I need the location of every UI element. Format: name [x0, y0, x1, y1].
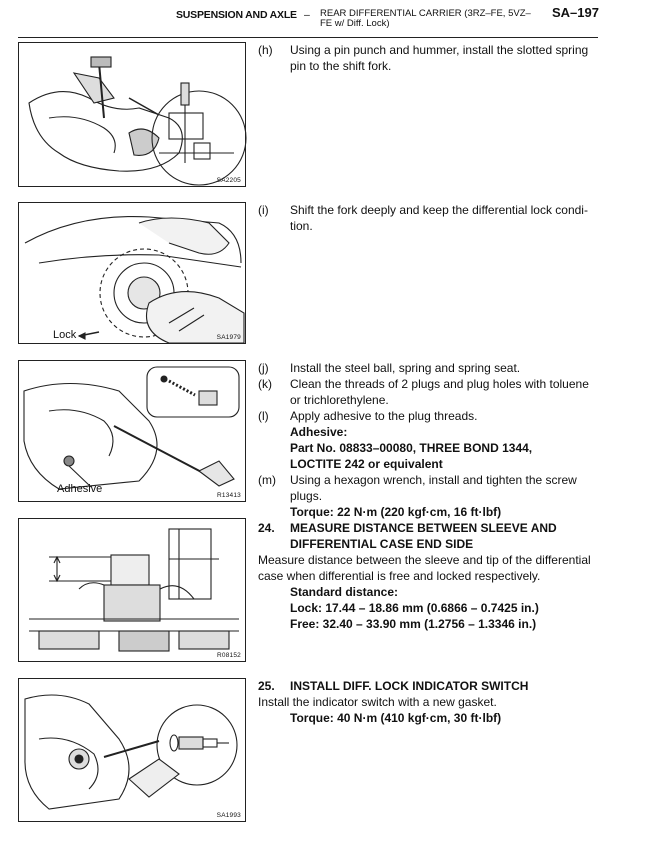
step-label: (j)	[258, 361, 269, 375]
figure-shift-fork: Lock SA1979	[18, 202, 246, 344]
adhesive-part-number-2: LOCTITE 242 or equivalent	[290, 457, 443, 471]
step-text: Clean the threads of 2 plugs and plug ho…	[290, 377, 589, 407]
section-title-line2: DIFFERENTIAL CASE END SIDE	[290, 537, 474, 551]
free-distance: Free: 32.40 – 33.90 mm (1.2756 – 1.3346 …	[290, 617, 537, 631]
indicator-switch-illustration-icon	[24, 694, 238, 810]
lock-arrow-label: Lock	[53, 329, 77, 341]
sleeve-measurement-illustration-icon	[29, 528, 239, 652]
step-label: (l)	[258, 409, 269, 423]
step-label: (k)	[258, 377, 272, 391]
torque-spec: Torque: 40 N·m (410 kgf·cm, 30 ft·lbf)	[290, 711, 502, 725]
step-text: Using a hexagon wrench, install and tigh…	[290, 473, 577, 503]
section-number: 24.	[258, 521, 275, 535]
section-title-line1: MEASURE DISTANCE BETWEEN SLEEVE AND	[290, 521, 557, 535]
step-text: Apply adhesive to the plug threads.	[290, 409, 478, 423]
step-text: Using a pin punch and hummer, install th…	[290, 43, 589, 73]
shift-fork-illustration-icon	[24, 216, 245, 344]
adhesive-part-number: Part No. 08833–00080, THREE BOND 1344,	[290, 441, 533, 455]
section-subtitle: REAR DIFFERENTIAL CARRIER (3RZ–FE, 5VZ–F…	[320, 8, 531, 29]
step-label: (h)	[258, 43, 273, 57]
page-number: SA–197	[552, 5, 599, 20]
figure-indicator-switch: SA1993	[18, 678, 246, 822]
section-24-body: Measure distance between the sleeve and …	[258, 553, 591, 583]
header-dash: –	[304, 9, 310, 21]
figure-sleeve-measure: R08152	[18, 518, 246, 662]
figure-plug-wrench: Adhesive R13413	[18, 360, 246, 502]
figure-code: R13413	[217, 492, 241, 499]
figure-code: R08152	[217, 652, 241, 659]
step-text: Shift the fork deeply and keep the diffe…	[290, 203, 588, 233]
plug-hexagon-wrench-illustration-icon	[23, 366, 240, 490]
section-25-body: Install the indicator switch with a new …	[258, 695, 497, 709]
pin-punch-illustration-icon	[28, 56, 247, 186]
standard-distance-heading: Standard distance:	[290, 585, 399, 599]
step-text: Install the steel ball, spring and sprin…	[290, 361, 521, 375]
section-title: SUSPENSION AND AXLE	[176, 9, 297, 21]
torque-spec: Torque: 22 N·m (220 kgf·cm, 16 ft·lbf)	[290, 505, 502, 519]
adhesive-label: Adhesive	[57, 483, 103, 495]
figure-code: SA1993	[216, 812, 241, 819]
figure-pin-punch: SA2205	[18, 42, 247, 187]
header-rule	[18, 37, 598, 38]
section-title: INSTALL DIFF. LOCK INDICATOR SWITCH	[290, 679, 529, 693]
step-label: (i)	[258, 203, 269, 217]
step-label: (m)	[258, 473, 276, 487]
section-number: 25.	[258, 679, 275, 693]
lock-distance: Lock: 17.44 – 18.86 mm (0.6866 – 0.7425 …	[290, 601, 539, 615]
adhesive-heading: Adhesive:	[290, 425, 348, 439]
figure-code: SA1979	[216, 334, 241, 341]
page-header: SUSPENSION AND AXLE – REAR DIFFERENTIAL …	[0, 0, 656, 40]
figure-code: SA2205	[216, 177, 241, 184]
